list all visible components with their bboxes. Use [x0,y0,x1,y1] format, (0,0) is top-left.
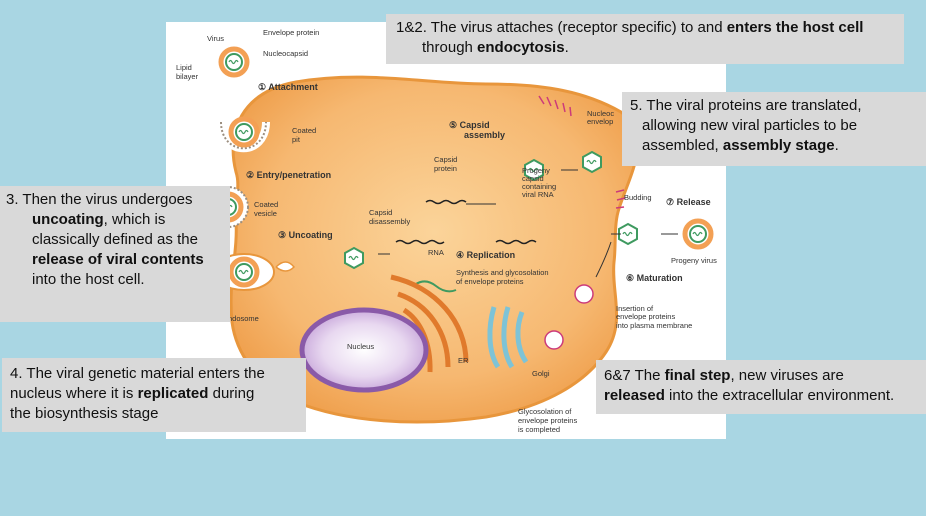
golgi-apparatus [487,306,529,369]
nucleus [299,307,429,393]
callout-uncoat-text: , which is [103,211,166,228]
label-capsid-protein-2: protein [434,164,457,173]
label-capsid: Capsid [369,208,392,217]
virus-particle-icon [221,49,247,75]
callout-replicate-text: nucleus where it is [10,385,138,402]
membrane-spikes [538,95,626,209]
label-golgi: Golgi [532,369,550,378]
rna-strands [395,199,537,245]
callout-release: 6&7 The final step, new viruses are rele… [596,360,926,414]
label-capsid-protein-1: Capsid [434,155,457,164]
label-coated-vesicle-2: vesicle [254,209,277,218]
callout-attach-text: 1&2. The virus attaches (receptor specif… [396,19,727,36]
callout-release-text: 6&7 The [604,367,665,384]
label-glyco-3: is completed [518,425,560,434]
label-coated-vesicle-1: Coated [254,200,278,209]
label-progeny-2: capsid [522,174,544,183]
callout-translate-text: assembled, [642,137,723,154]
callout-translate-line-2: allowing new viral particles to be [642,117,858,134]
label-synthesis-2: of envelope proteins [456,277,524,286]
label-insertion-2: envelope proteins [616,312,675,321]
label-uncoating: ③ Uncoating [278,230,333,240]
callout-release-text-2: , new viruses are [730,367,844,384]
label-progeny-1: Progeny [522,166,550,175]
callout-attachment: 1&2. The virus attaches (receptor specif… [386,14,904,64]
callout-replicate-text-2: during [208,385,255,402]
label-insertion-3: into plasma membrane [616,321,692,330]
callout-uncoat-line-5: into the host cell. [32,271,145,288]
label-attachment: ① Attachment [258,82,318,92]
callout-release-bold-2: released [604,387,665,404]
label-progeny-4: viral RNA [522,190,554,199]
label-endosome: ndosome [228,314,259,323]
callout-attach-text-2: through [422,39,478,56]
label-rna: RNA [428,248,444,257]
callout-release-bold: final step [664,367,731,384]
callout-release-text-3: into the extracellular environment. [664,387,895,404]
label-glyco-2: envelope proteins [518,416,577,425]
label-nucleus: Nucleus [347,342,374,351]
callout-uncoat-line-1: 3. Then the virus undergoes [6,191,193,208]
diagram-svg: Envelope protein Virus Nucleocapsid Lipi… [176,28,717,434]
callout-translate-bold: assembly stage [722,137,835,154]
label-progeny-3: containing [522,182,556,191]
label-synthesis-1: Synthesis and glycosolation [456,268,549,277]
label-lipid: Lipid [176,63,192,72]
callout-uncoat-bold-2: release of viral contents [32,251,204,268]
callout-translate-period: . [834,137,839,154]
label-disassembly: disassembly [369,217,411,226]
callout-replicate-line-1: 4. The viral genetic material enters the [10,365,265,382]
label-envelope-protein: Envelope protein [263,28,319,37]
label-bilayer: bilayer [176,72,199,81]
label-capsid-assembly-2: assembly [464,130,505,140]
label-capsid-assembly-1: ⑤ Capsid [449,120,490,130]
label-glyco-1: Glycosolation of [518,407,572,416]
callout-replicate-line-3: the biosynthesis stage [10,405,159,422]
callout-translation: 5. The viral proteins are translated, al… [622,92,926,166]
label-progeny-virus: Progeny virus [671,256,717,265]
label-entry: ② Entry/penetration [246,170,331,180]
label-er: ER [458,356,469,365]
callout-uncoat-bold: uncoating [32,211,104,228]
callout-attach-period: . [564,39,569,56]
callout-replication: 4. The viral genetic material enters the… [2,358,306,432]
label-nucleoc-2: envelop [587,117,613,126]
callout-uncoat-line-3: classically defined as the [32,231,198,248]
label-maturation: ⑥ Maturation [626,273,683,283]
label-replication: ④ Replication [456,250,515,260]
label-coated: Coated [292,126,316,135]
callout-attach-bold-2: endocytosis [477,39,565,56]
label-budding: Budding [624,193,652,202]
label-release: ⑦ Release [666,197,711,207]
label-insertion-1: Insertion of [616,304,654,313]
label-nucleocapsid: Nucleocapsid [263,49,308,58]
callout-translate-line-1: 5. The viral proteins are translated, [630,97,862,114]
callout-attach-bold: enters the host cell [726,19,864,36]
label-virus: Virus [207,34,224,43]
callout-uncoating: 3. Then the virus undergoes uncoating, w… [0,186,230,322]
callout-replicate-bold: replicated [137,385,209,402]
label-nucleoc-1: Nucleoc [587,109,614,118]
label-pit: pit [292,135,301,144]
